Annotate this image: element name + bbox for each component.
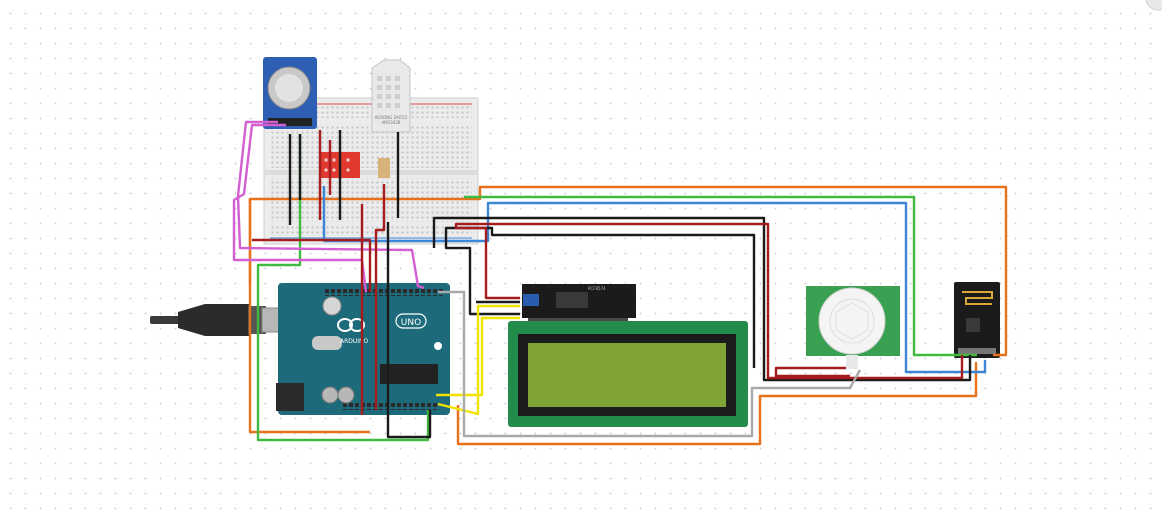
dht-sublabel: AM2302B — [381, 120, 400, 125]
arduino-uno: ARDUINO UNO — [276, 283, 450, 415]
lcd-display — [508, 321, 748, 427]
usb-cable — [150, 304, 289, 336]
gas-sensor-module — [263, 57, 317, 129]
pir-sensor — [806, 286, 900, 369]
dht22-sensor: AOSONG DHT22 AM2302B — [371, 59, 411, 133]
uno-logo: UNO — [401, 318, 421, 328]
arduino-text: ARDUINO — [340, 338, 369, 345]
dht-label: AOSONG DHT22 — [375, 115, 408, 120]
i2c-backpack: PCF8574 — [522, 284, 636, 326]
pcf-label: PCF8574 — [588, 286, 606, 291]
corner-badge — [1145, 0, 1162, 11]
wires — [232, 120, 1008, 446]
esp01-wifi-module — [954, 282, 1000, 358]
